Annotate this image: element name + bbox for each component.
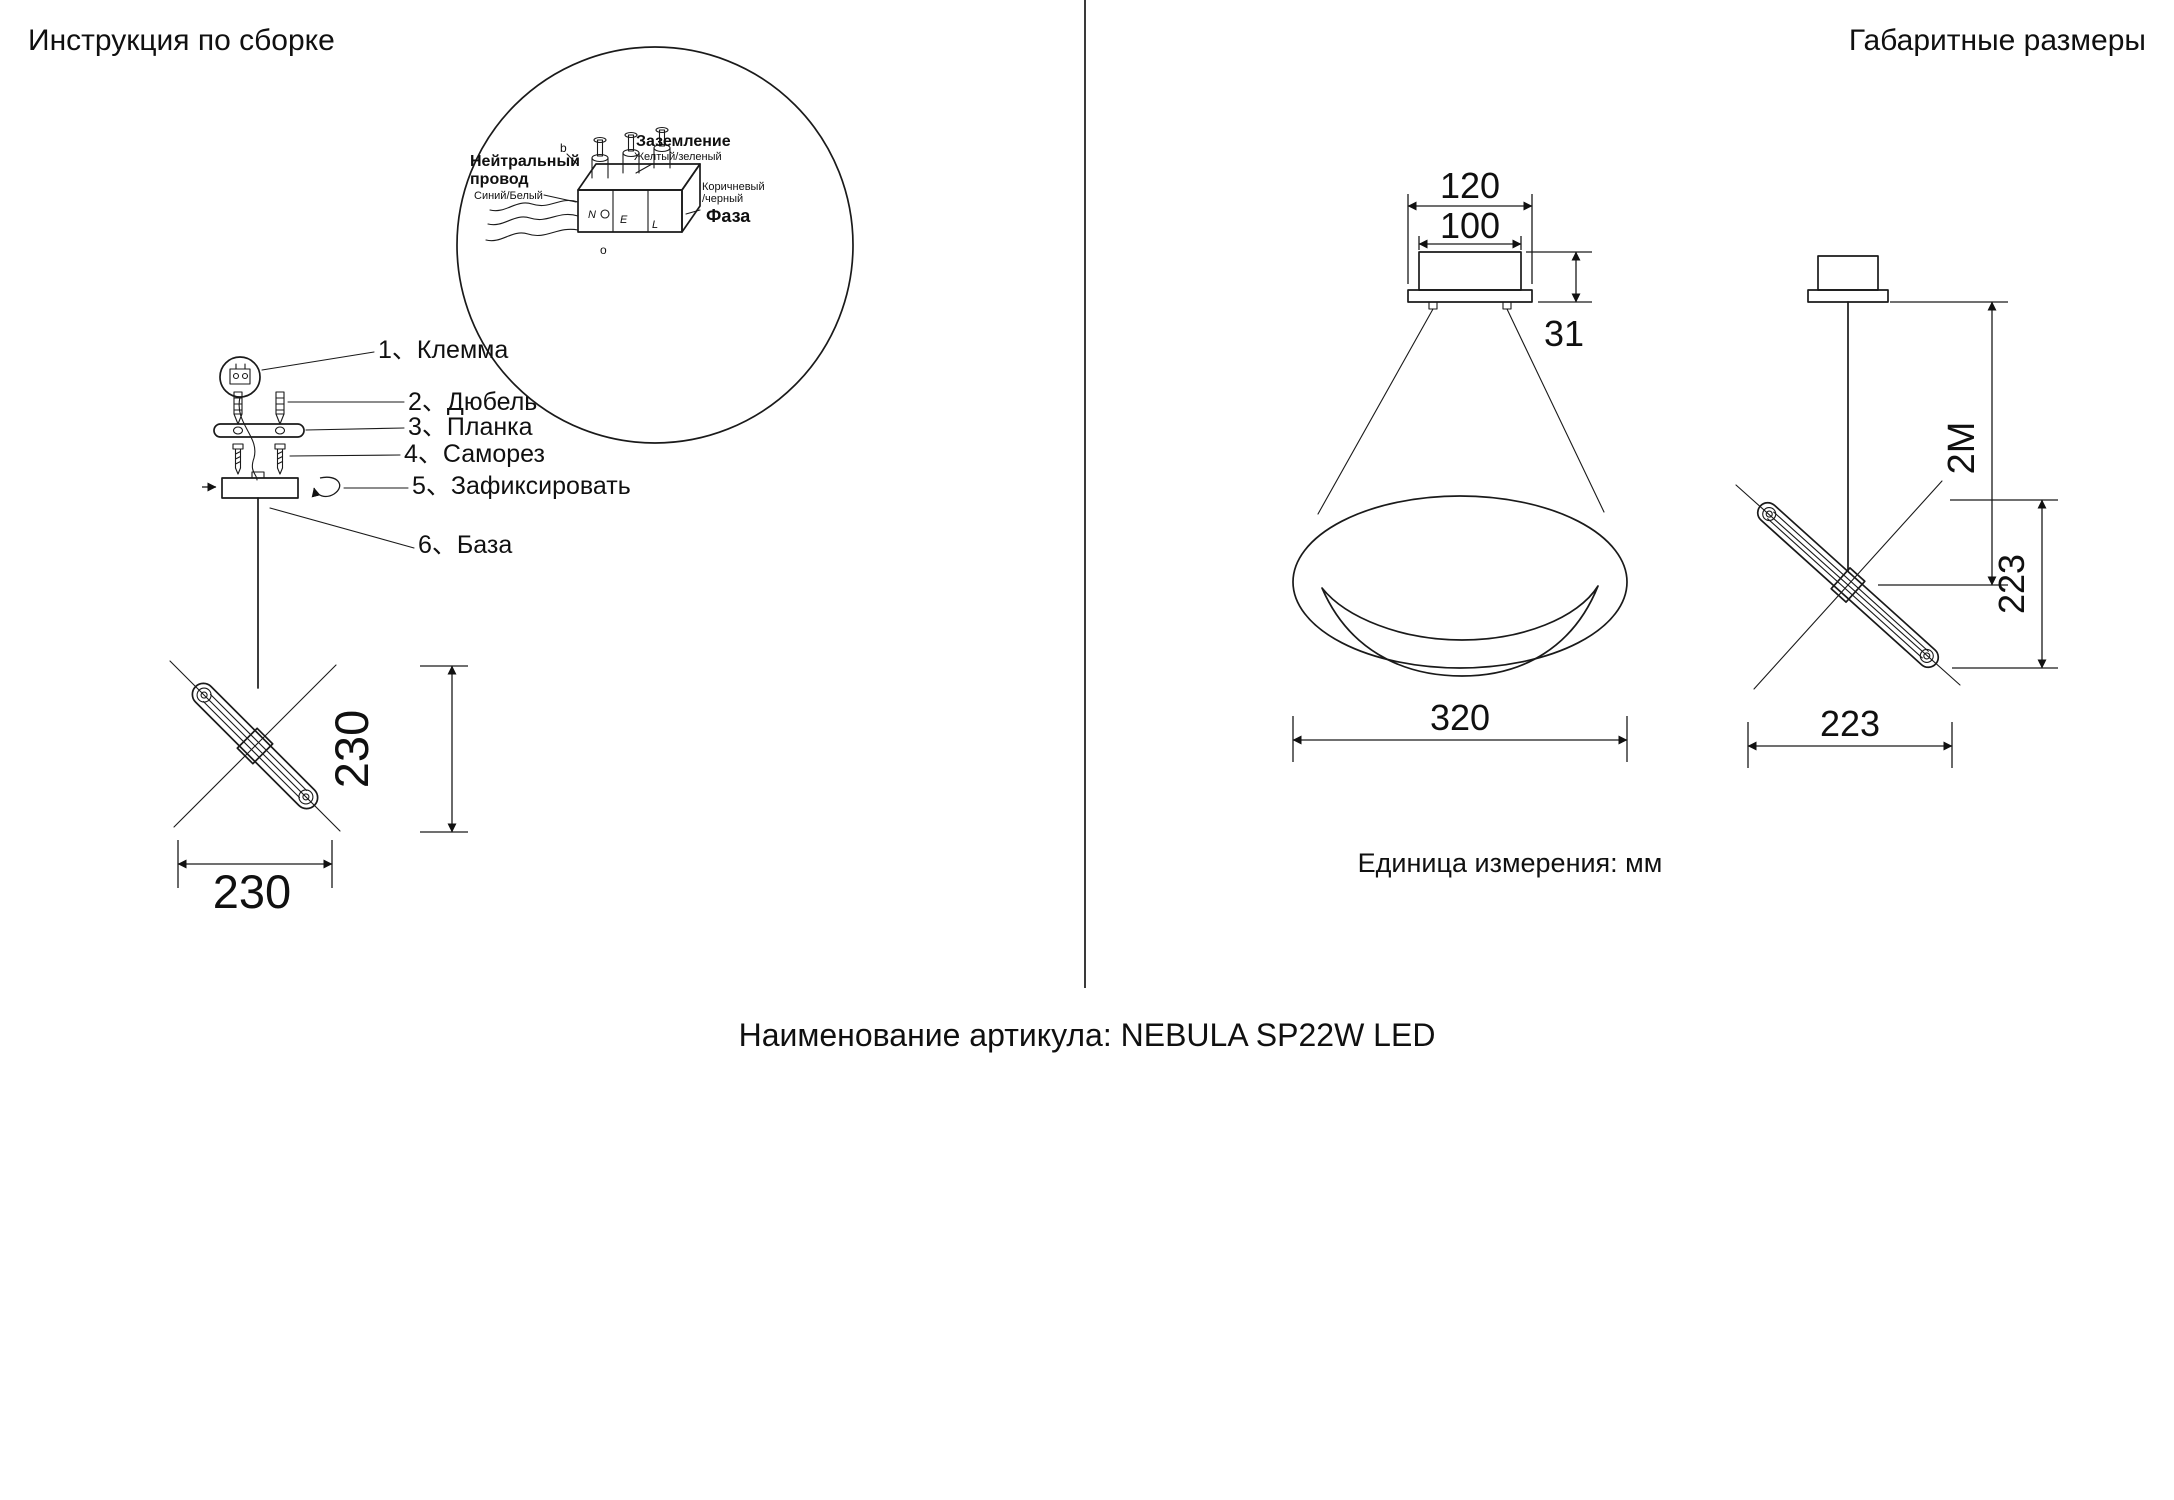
dim-drop-height: 2M [1878,301,2008,586]
wiring-labels: Нейтральный провод Синий/Белый Заземлени… [470,133,765,226]
ground-sublabel: Желтый/зеленый [634,151,722,163]
dim-side-width: 223 [1747,703,1953,768]
mark-o: o [600,243,607,257]
neutral-sublabel: Синий/Белый [474,190,543,202]
phase-sublabel-2: /черный [702,193,743,205]
phase-label: Фаза [706,206,751,226]
dim-bar-width: 230 [177,840,333,918]
terminal-block: N E L b o [485,126,701,257]
part-base [202,471,341,689]
phase-sublabel-1: Коричневый [702,181,765,193]
front-view: 120 100 31 320 [1292,165,1628,762]
dim-canopy-height-value: 31 [1544,313,1584,354]
terminal-letter-n: N [588,209,596,221]
dim-shade-width-value: 320 [1430,697,1490,738]
dim-drop-height-value: 2M [1941,422,1983,475]
dim-side-width-value: 223 [1820,703,1880,744]
part-label-zafiksirovat: 5、Зафиксировать [412,472,631,500]
rotate-arrow [311,476,341,498]
terminal-screws [591,126,671,179]
part-label-dyubel: 2、Дюбель [408,388,537,416]
part-leaders [261,351,415,549]
neutral-label-1: Нейтральный [470,153,580,170]
dim-box-width-value: 100 [1440,205,1500,246]
dim-plate-width-value: 120 [1440,165,1500,206]
part-screws [232,443,286,475]
terminal-letter-e: E [620,214,628,226]
article-title: Наименование артикула: NEBULA SP22W LED [739,1017,1436,1053]
units-note: Единица измерения: мм [1358,848,1663,878]
dim-plate-width: 120 [1407,165,1533,284]
part-label-samorez: 4、Саморез [404,440,545,468]
wiring-detail: N E L b o Нейтральный провод Синий/Белый… [456,46,854,444]
dim-bar-height: 230 [325,665,468,833]
terminal-letter-l: L [652,219,658,231]
part-label-baza: 6、База [418,531,512,559]
shade-light-ring [1321,585,1599,677]
dim-box-width: 100 [1418,205,1522,250]
dim-bar-height-value: 230 [325,710,378,788]
side-view: 2M 223 223 [1735,255,2058,768]
part-strap [213,423,305,438]
right-section-title: Габаритные размеры [1849,24,2146,57]
detail-circle [456,46,854,444]
dim-bar-width-value: 230 [213,865,291,918]
mark-b: b [560,141,567,155]
dim-canopy-height: 31 [1526,251,1592,354]
dim-side-height-value: 223 [1991,554,2032,614]
dim-shade-width: 320 [1292,697,1628,762]
left-section-title: Инструкция по сборке [28,24,335,57]
neutral-label-2: провод [470,171,529,188]
ground-label: Заземление [636,133,731,150]
wires [485,200,579,242]
bar-figure: 230 230 [169,660,468,918]
dim-side-height: 223 [1950,499,2058,669]
exploded-view: 1、Клемма 2、Дюбель 3、Планка 4、Саморез 5、З… [202,336,631,689]
part-label-planka: 3、Планка [408,413,533,441]
part-label-klemma: 1、Клемма [378,336,508,364]
